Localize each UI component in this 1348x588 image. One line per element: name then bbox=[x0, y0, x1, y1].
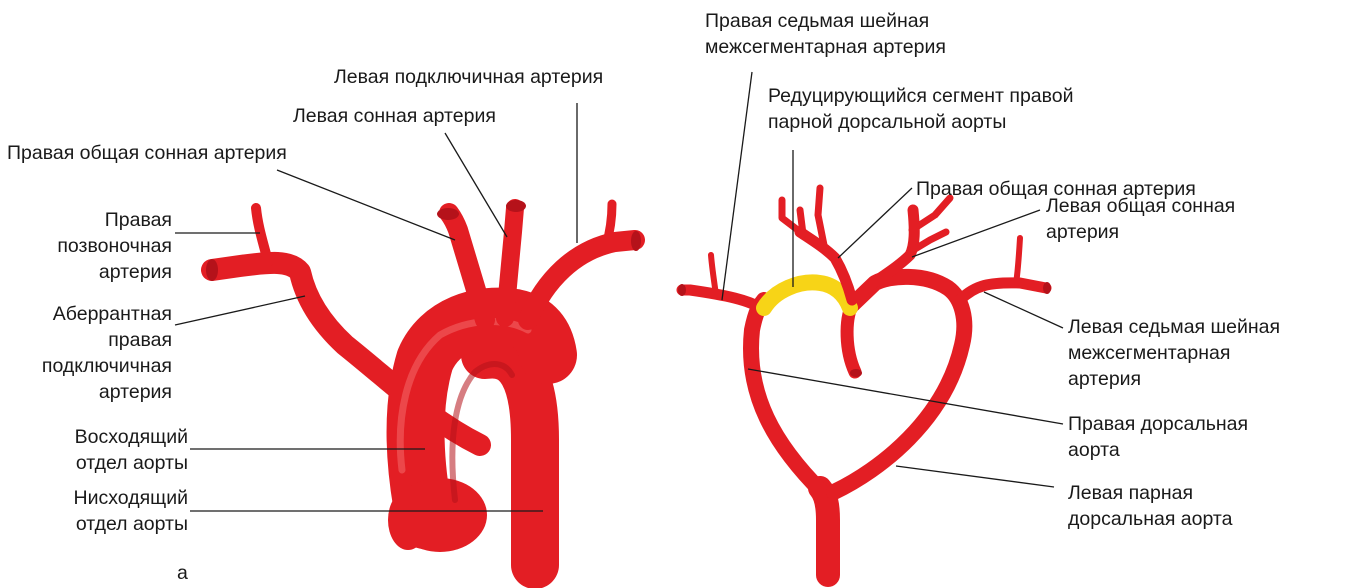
label-right-seventh-intersegmental: Правая седьмая шейная межсегментарная ар… bbox=[705, 8, 946, 60]
regressing-segment-vessel bbox=[764, 282, 850, 308]
label-left-subclavian: Левая подключичная артерия bbox=[334, 64, 603, 90]
descending-aorta-vessel bbox=[485, 354, 535, 565]
right-dorsal-aorta-vessel bbox=[751, 300, 822, 492]
aortic-trunk-vessel bbox=[820, 488, 828, 575]
leader-right-common-carotid-b bbox=[838, 188, 912, 258]
label-right-common-carotid: Правая общая сонная артерия bbox=[7, 140, 287, 166]
leader-right-dorsal-aorta bbox=[748, 369, 1063, 424]
right-subclavian-opening bbox=[206, 259, 218, 281]
aortic-root-bulb-left bbox=[388, 490, 428, 550]
inner-arch-opening bbox=[850, 369, 862, 377]
label-right-vertebral: Правая позвоночная артерия bbox=[57, 207, 172, 285]
leader-right-common-carotid bbox=[277, 170, 455, 240]
leader-left-seventh bbox=[984, 292, 1063, 328]
panel-a-illustration bbox=[175, 103, 641, 565]
left-carotid-opening bbox=[506, 200, 526, 212]
left-vertebral-vessel bbox=[606, 204, 612, 246]
label-ascending-aorta: Восходящий отдел аорты bbox=[75, 424, 188, 476]
label-aberrant-right-subclavian: Аберрантная правая подключичная артерия bbox=[42, 301, 172, 405]
panel-letter-a: а bbox=[177, 560, 188, 586]
leader-aberrant-right-subclavian bbox=[175, 296, 305, 325]
left-seventh-opening bbox=[1043, 282, 1051, 294]
label-left-seventh-intersegmental: Левая седьмая шейная межсегментарная арт… bbox=[1068, 314, 1280, 392]
leader-left-paired-dorsal-aorta bbox=[896, 466, 1054, 487]
left-seventh-vertebral-vessel bbox=[1016, 238, 1020, 284]
left-carotid-vessel bbox=[505, 208, 515, 318]
label-regressing-segment: Редуцирующийся сегмент правой парной дор… bbox=[768, 83, 1074, 135]
panel-b-illustration bbox=[678, 72, 1063, 575]
label-left-common-carotid-b: Левая общая сонная артерия bbox=[1046, 193, 1235, 245]
left-seventh-intersegmental-vessel bbox=[960, 283, 1046, 300]
right-carotid-branch-2 bbox=[800, 210, 803, 234]
right-seventh-opening bbox=[678, 284, 686, 296]
label-left-carotid: Левая сонная артерия bbox=[293, 103, 496, 129]
left-subclavian-vessel bbox=[528, 240, 635, 320]
leader-right-seventh bbox=[722, 72, 752, 300]
left-subclavian-opening bbox=[631, 231, 641, 251]
label-descending-aorta: Нисходящий отдел аорты bbox=[74, 485, 188, 537]
label-right-dorsal-aorta: Правая дорсальная аорта bbox=[1068, 411, 1248, 463]
label-left-paired-dorsal-aorta: Левая парная дорсальная аорта bbox=[1068, 480, 1232, 532]
right-carotid-opening bbox=[437, 208, 459, 220]
